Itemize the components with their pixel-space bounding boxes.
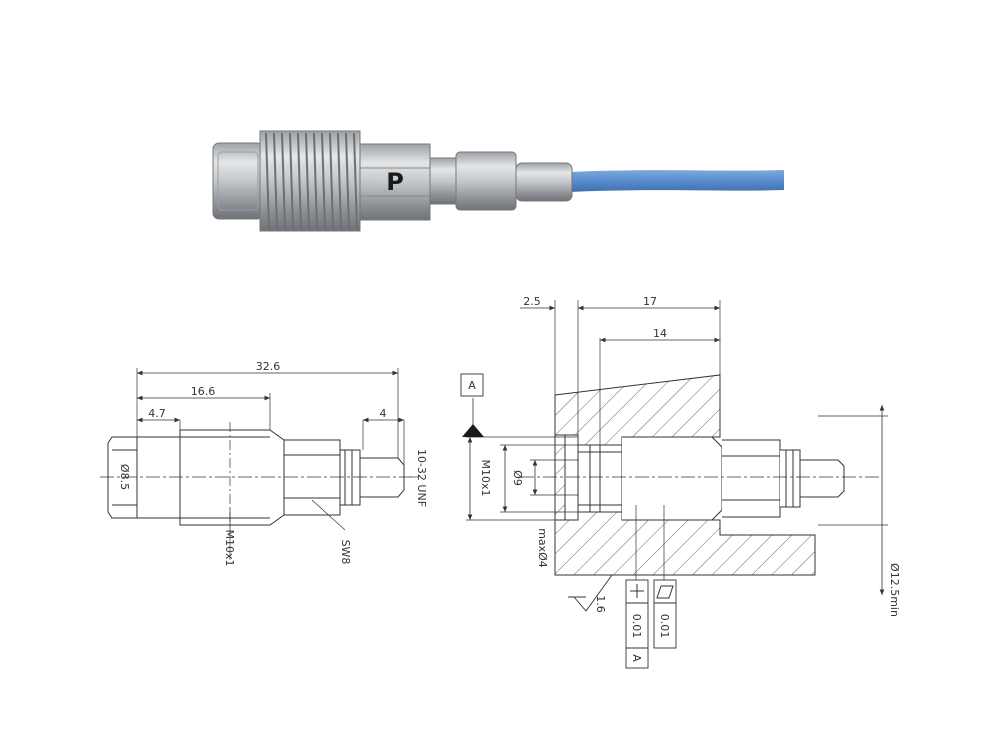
section-upper (554, 374, 721, 446)
thread-groove (281, 132, 286, 230)
thread-groove (305, 132, 310, 230)
dim-bore-diameter: Ø9 (511, 470, 524, 486)
dim-wrench-size: SW8 (339, 540, 352, 565)
flatness-value: 0.01 (658, 614, 671, 639)
roughness-value: 1.6 (594, 595, 607, 613)
perpendicularity-datum: A (630, 654, 643, 662)
product-photo: P (212, 130, 784, 232)
dim-thread-length: 16.6 (191, 385, 216, 398)
thread-groove (289, 132, 294, 230)
left-outline-thread (179, 429, 285, 526)
left-outline-connector (340, 449, 405, 506)
dim-head-length: 4.7 (148, 407, 166, 420)
dim-bore-depth: 17 (643, 295, 657, 308)
right-sensor-thread (622, 436, 723, 521)
thread-groove (337, 132, 342, 230)
thread-groove (353, 132, 358, 230)
section-left-wall (554, 434, 566, 521)
sensor-cable (570, 170, 784, 192)
datum-triangle (462, 424, 484, 437)
left-drawing (100, 368, 418, 560)
brand-logo: P (386, 168, 404, 196)
thread-groove (321, 132, 326, 230)
thread-groove (345, 132, 350, 230)
thread-groove (297, 132, 302, 230)
dim-thread-depth: 14 (653, 327, 667, 340)
thread-groove (265, 132, 270, 230)
section-lower (554, 511, 816, 576)
dim-counterbore-depth: 2.5 (523, 295, 541, 308)
thread-groove (313, 132, 318, 230)
dim-connector-length: 4 (380, 407, 387, 420)
dim-overall-length: 32.6 (256, 360, 281, 373)
dim-hole-diameter: maxØ4 (536, 528, 549, 568)
dim-clearance-diameter: Ø12.5min (888, 563, 901, 617)
datum-label: A (468, 379, 476, 392)
right-drawing (460, 300, 888, 669)
left-outline-hex (284, 439, 341, 516)
dim-connector-thread: 10-32 UNF (415, 449, 428, 507)
right-connector (780, 449, 845, 508)
right-hex (722, 439, 781, 518)
sensor-head (212, 142, 264, 220)
perpendicularity-value: 0.01 (630, 614, 643, 639)
connector (429, 151, 573, 211)
hex-nut: P (359, 143, 431, 221)
thread-groove (273, 132, 278, 230)
dim-thread: M10x1 (223, 530, 236, 567)
left-dimension-labels: 32.6 16.6 4.7 4 Ø8.5 M10x1 SW8 10-32 UNF (118, 360, 428, 567)
thread-groove (329, 132, 334, 230)
dim-head-diameter: Ø8.5 (118, 464, 131, 490)
right-dimension-labels: A 2.5 17 14 M10x1 Ø9 maxØ4 Ø12.5min 1.6 … (468, 295, 901, 662)
threaded-body (259, 130, 361, 232)
dim-right-thread: M10x1 (479, 460, 492, 497)
